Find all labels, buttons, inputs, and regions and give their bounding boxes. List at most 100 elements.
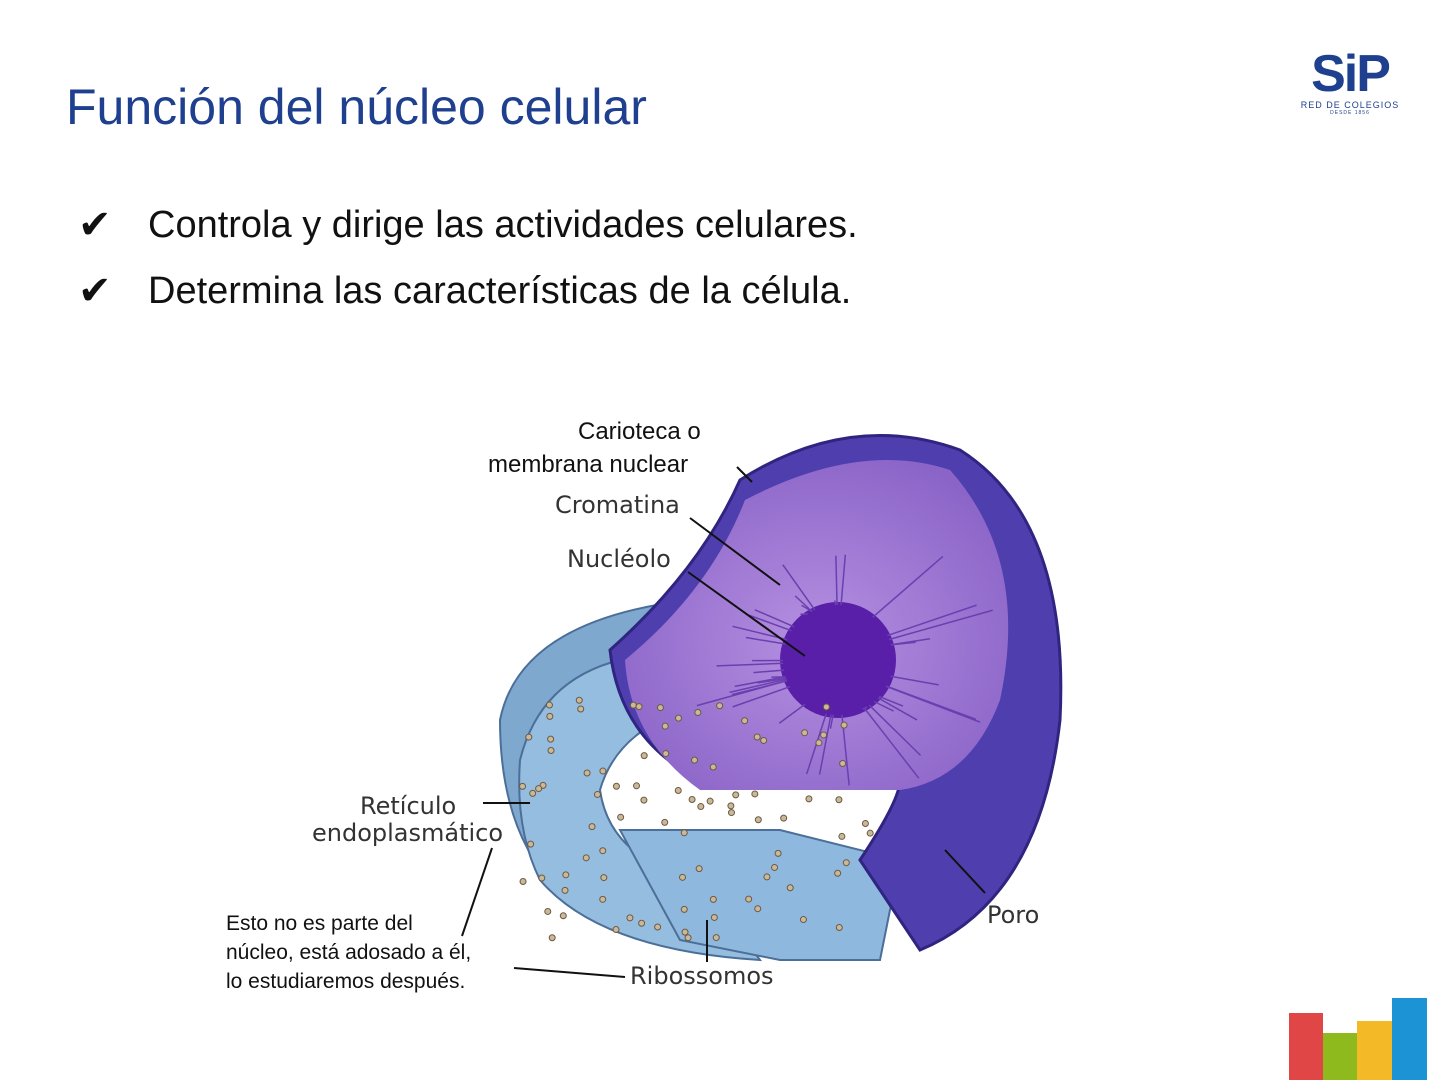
ribosome-dot <box>600 874 608 882</box>
page-title: Función del núcleo celular <box>66 79 647 135</box>
chromatin-strand <box>890 675 939 686</box>
chromatin-strand <box>868 704 922 756</box>
label-carioteca: Carioteca o <box>578 418 701 445</box>
ribosome-dot <box>679 873 687 881</box>
ribosome-dot <box>741 717 749 725</box>
ribosome-dot <box>612 926 620 934</box>
label-membrana-nuclear: membrana nuclear <box>488 451 689 478</box>
ribosome-dot <box>840 721 848 729</box>
ribosome-dot <box>654 923 662 931</box>
chromatin-strand <box>794 595 813 613</box>
ribosome-dot <box>834 869 842 877</box>
chromatin-strand <box>890 637 931 646</box>
bullet-item: ✔Controla y dirige las actividades celul… <box>78 192 858 258</box>
ribosome-dot <box>547 747 555 755</box>
chromatin-strand <box>885 685 981 723</box>
ribosome-dot <box>697 803 705 811</box>
ribosome-dot <box>545 701 553 709</box>
ribosome-dot <box>786 884 794 892</box>
label-reticulo: Retículo <box>360 792 457 820</box>
ribosome-dot <box>822 703 830 711</box>
ribosome-dot <box>815 739 823 747</box>
ribosome-dot <box>577 705 585 713</box>
ribosome-dot <box>626 914 634 922</box>
chromatin-strand <box>729 678 787 694</box>
label-cromatina: Cromatina <box>555 491 680 519</box>
ribosome-dot <box>680 905 688 913</box>
chromatin-strand <box>873 700 894 712</box>
ribosome-dot <box>763 873 771 881</box>
ribosome-dot <box>538 874 546 882</box>
chromatin-strand <box>834 600 837 606</box>
ribosome-dot <box>805 795 813 803</box>
label-nucleolo: Nucléolo <box>567 545 671 573</box>
ribosome-dot <box>727 809 735 817</box>
ribosome-dot <box>583 769 591 777</box>
note-line-1: Esto no es parte del <box>226 912 413 935</box>
ribosome-dot <box>674 714 682 722</box>
er-layer <box>618 829 902 961</box>
chromatin-strand <box>734 676 786 688</box>
ribosome-dot <box>838 832 846 840</box>
ribosome-dot <box>656 704 664 712</box>
ribosome-dot <box>599 767 607 775</box>
chromatin-strand <box>696 679 788 707</box>
note-line-2: núcleo, está adosado a él, <box>226 941 472 964</box>
ribosome-dot <box>593 790 601 798</box>
ribosome-dot <box>612 782 620 790</box>
chromatin-strand <box>745 636 786 645</box>
label-ribossomos: Ribossomos <box>630 962 774 990</box>
bar-red <box>1289 1013 1323 1080</box>
bullet-text: Controla y dirige las actividades celula… <box>148 203 858 246</box>
ribosome-dot <box>544 907 552 915</box>
ribosome-dot <box>861 819 869 827</box>
ribosome-dot <box>681 928 689 936</box>
ribosome-dot <box>599 847 607 855</box>
ribosome-dot <box>640 796 648 804</box>
ribosome-dot <box>706 797 714 805</box>
ribosome-dot <box>753 733 761 741</box>
checkmark-icon: ✔ <box>78 269 112 313</box>
ribosome-dot <box>820 731 828 739</box>
ribosome-dot <box>732 791 740 799</box>
ribosome-dot <box>727 802 735 810</box>
ribosome-dot <box>684 934 692 942</box>
ribosome-dot <box>835 924 843 932</box>
chromatin-strand <box>818 714 832 775</box>
ribosome-dot <box>559 912 567 920</box>
ribosome-dot <box>745 895 753 903</box>
ribosome-dot <box>866 829 874 837</box>
ribosome-dot <box>561 886 569 894</box>
ribosome-dot <box>835 796 843 804</box>
ribosome-dot <box>525 733 533 741</box>
chromatin-strand <box>888 609 993 641</box>
ribosome-dot <box>633 782 641 790</box>
bullet-item: ✔Determina las características de la cél… <box>78 258 858 324</box>
ribosome-dot <box>774 849 782 857</box>
ribosome-dot <box>640 752 648 760</box>
ribosome-dot <box>799 916 807 924</box>
ribosome-dot <box>801 729 809 737</box>
logo-mark: SiP <box>1311 45 1391 103</box>
bar-yellow <box>1357 1021 1392 1080</box>
ribosome-dot <box>674 787 682 795</box>
ribosome-dot <box>712 934 720 942</box>
nucleolus <box>780 602 896 718</box>
chromatin-strand <box>748 614 792 632</box>
ribosome-dot <box>562 871 570 879</box>
ribosome-dot <box>709 763 717 771</box>
chromatin-strand <box>877 697 918 721</box>
ribosome-dot <box>716 702 724 710</box>
ribosome-dot <box>710 913 718 921</box>
ribosome-dot <box>754 816 762 824</box>
ribosome-dot <box>527 840 535 848</box>
ribosome-dot <box>780 814 788 822</box>
bar-green <box>1323 1033 1357 1080</box>
chromatin-strand <box>878 695 904 707</box>
leader-lines <box>461 466 986 978</box>
chromatin-strand <box>732 686 791 708</box>
ribosome-dot <box>771 863 779 871</box>
ribosome-dot <box>548 934 556 942</box>
ribosome-dot <box>519 878 527 886</box>
